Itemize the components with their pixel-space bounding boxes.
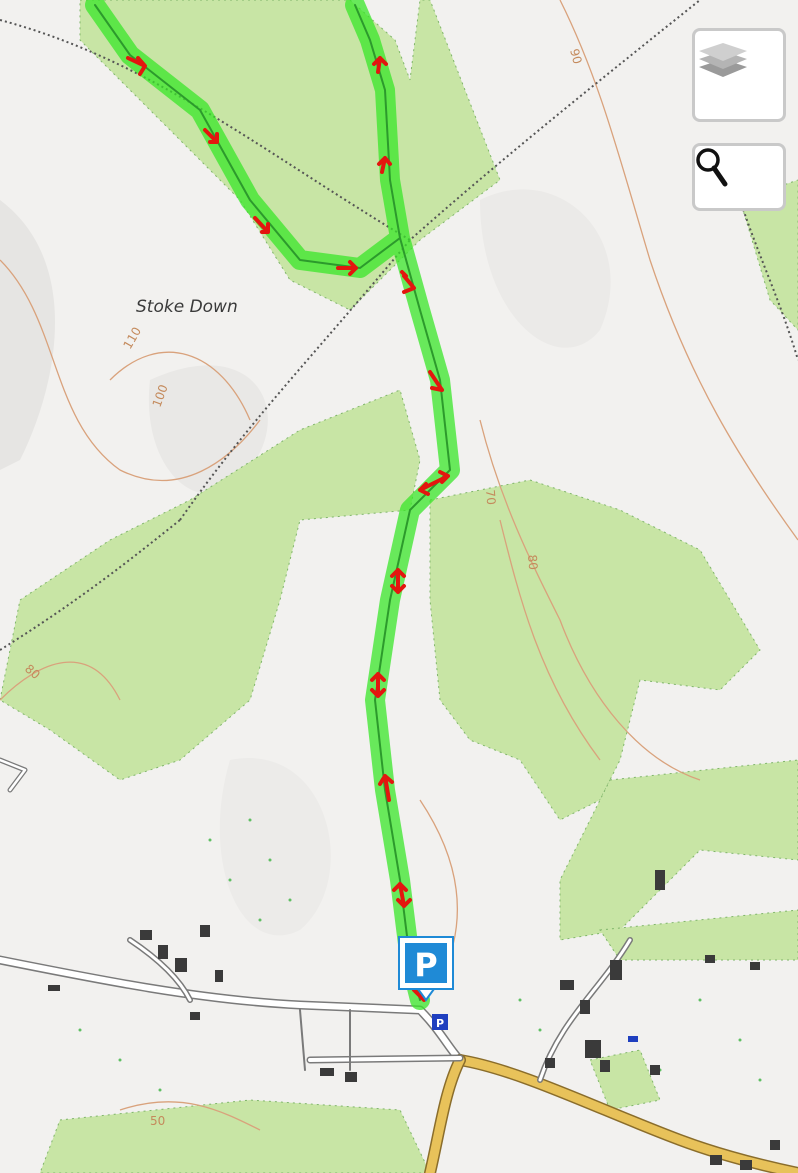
parking-symbol <box>628 1036 638 1042</box>
parking-symbol: P <box>432 1014 448 1030</box>
contour-label: 70 <box>483 489 498 505</box>
place-label-stoke-down: Stoke Down <box>136 297 238 317</box>
parking-marker[interactable]: P <box>398 936 454 1002</box>
search-button[interactable] <box>692 143 786 211</box>
route-arrows <box>126 56 450 1002</box>
contour-label: 90 <box>567 47 584 65</box>
buildings <box>48 870 780 1170</box>
parking-symbol-label: P <box>436 1017 444 1030</box>
layers-button[interactable] <box>692 28 786 122</box>
roads <box>0 757 798 1173</box>
layers-icon <box>699 43 747 77</box>
search-icon <box>696 148 728 187</box>
scrub-dots <box>78 818 762 1092</box>
contour-label: 50 <box>150 1114 165 1128</box>
parking-marker-label: P <box>414 946 437 984</box>
contour-label: 80 <box>525 554 540 570</box>
